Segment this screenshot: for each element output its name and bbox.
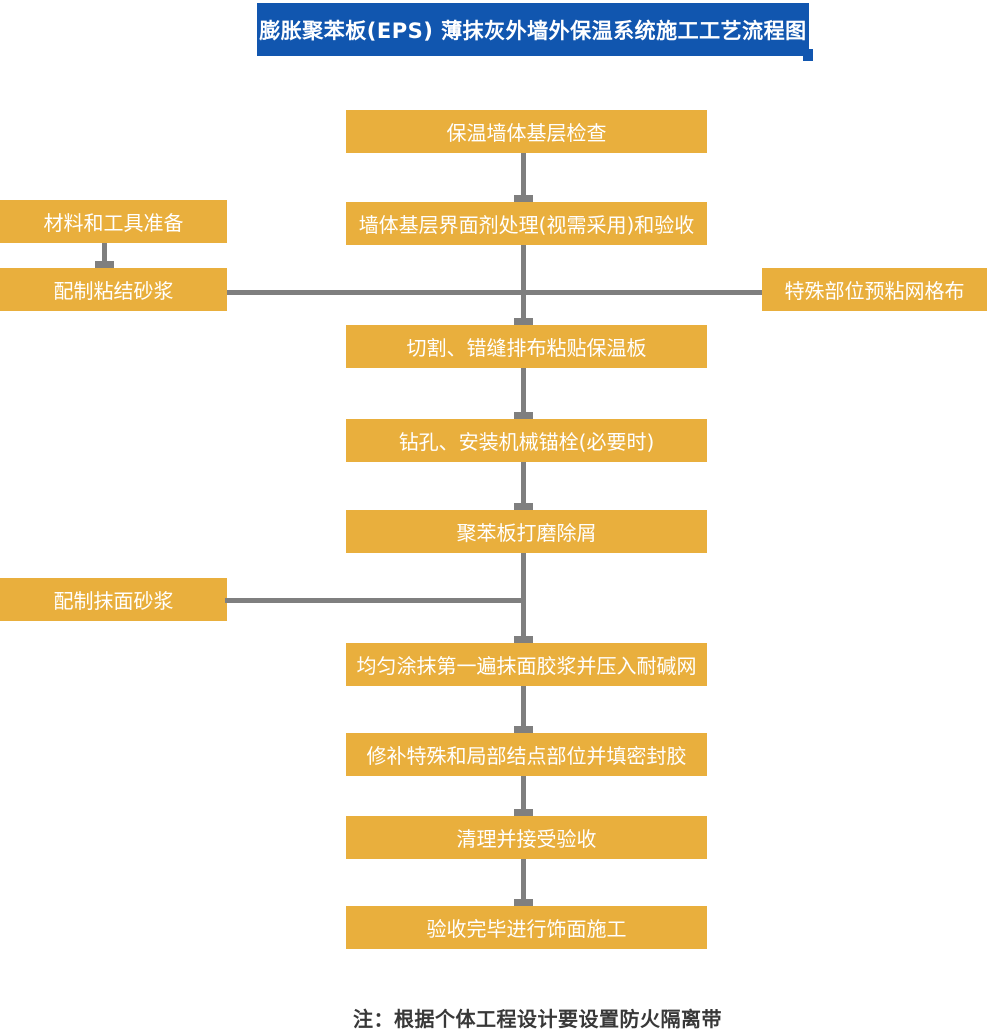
- connector-v1-line: [521, 153, 526, 202]
- flow-step-first-render-coat: 均匀涂抹第一遍抹面胶浆并压入耐碱网: [346, 643, 707, 686]
- connector-v7-line: [521, 776, 526, 816]
- flow-step-cut-and-paste-board: 切割、错缝排布粘贴保温板: [346, 325, 707, 368]
- connector-v5-arrow: [514, 636, 533, 643]
- flow-step-interface-treatment: 墙体基层界面剂处理(视需采用)和验收: [346, 202, 707, 245]
- flow-step-clean-acceptance: 清理并接受验收: [346, 816, 707, 859]
- flow-step-drill-anchor: 钻孔、安装机械锚栓(必要时): [346, 419, 707, 462]
- side-step-bonding-mortar: 配制粘结砂浆: [0, 268, 227, 311]
- flowchart-title: 膨胀聚苯板(EPS) 薄抹灰外墙外保温系统施工工艺流程图: [257, 3, 813, 61]
- connector-v2-arrow: [514, 318, 533, 325]
- connector-v6-arrow: [514, 726, 533, 733]
- connector-v4-line: [521, 462, 526, 510]
- connector-h-render-mortar: [225, 598, 526, 603]
- side-step-material-tool-prep: 材料和工具准备: [0, 200, 227, 243]
- flow-step-finish-construction: 验收完毕进行饰面施工: [346, 906, 707, 949]
- flow-step-repair-sealant: 修补特殊和局部结点部位并填密封胶: [346, 733, 707, 776]
- flow-step-board-grinding: 聚苯板打磨除屑: [346, 510, 707, 553]
- connector-left-v-line: [102, 243, 107, 268]
- side-step-mesh-pretreat: 特殊部位预粘网格布: [762, 268, 987, 311]
- connector-v4-arrow: [514, 503, 533, 510]
- connector-h-bonding-to-mesh: [227, 290, 762, 295]
- side-step-render-mortar: 配制抹面砂浆: [0, 578, 227, 621]
- connector-v2-line: [521, 245, 526, 325]
- note-text: 注：根据个体工程设计要设置防火隔离带: [353, 1007, 722, 1031]
- connector-v3-arrow: [514, 412, 533, 419]
- connector-v7-arrow: [514, 809, 533, 816]
- connector-v3-line: [521, 368, 526, 419]
- flow-step-base-inspection: 保温墙体基层检查: [346, 110, 707, 153]
- connector-v6-line: [521, 686, 526, 733]
- connector-left-v-arrow: [95, 261, 114, 268]
- connector-v1-arrow: [514, 195, 533, 202]
- connector-v8-line: [521, 859, 526, 906]
- connector-v8-arrow: [514, 899, 533, 906]
